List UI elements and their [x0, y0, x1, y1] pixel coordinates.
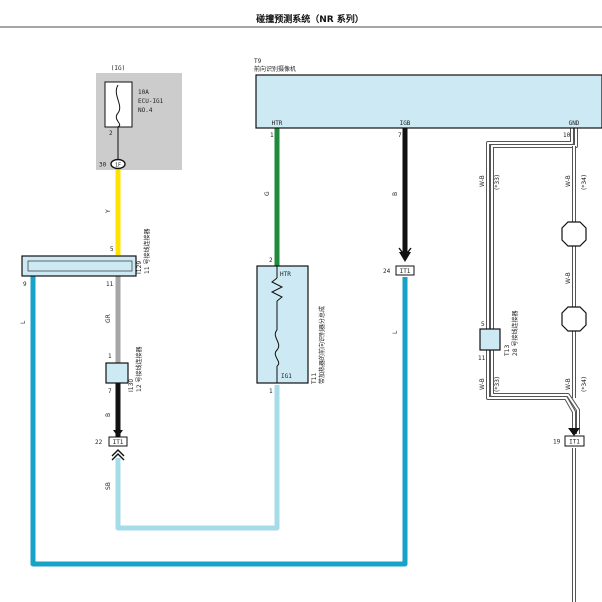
wire-b-mid-label: B — [392, 192, 399, 196]
wire-l-left-label: L — [20, 320, 27, 324]
t13-code: T13 — [504, 345, 511, 357]
i129-pin-left: 9 — [23, 281, 27, 288]
t11-box — [256, 265, 309, 384]
it1-right-connector — [564, 435, 585, 447]
fuse-box — [104, 81, 133, 128]
fuse-connector — [110, 158, 126, 170]
fuse-group-label: (IG) — [111, 65, 125, 72]
i129-connector — [21, 255, 137, 277]
wire-wb-label-4: W-B — [479, 378, 486, 390]
wire-sb-label: SB — [105, 482, 112, 490]
t13-pin-bottom: 11 — [478, 355, 486, 362]
wire-shield-label-3: (*33) — [494, 377, 501, 392]
i129-code: I129 — [136, 261, 143, 274]
wire-l-mid-label: L — [392, 330, 399, 334]
it1-mid-pin: 24 — [383, 268, 391, 275]
wire-wb-label-5: W-B — [565, 378, 572, 390]
wire-gr-label: GR — [105, 314, 112, 323]
wire-y-label: Y — [105, 209, 112, 214]
camera-gnd-label: GND — [569, 120, 580, 127]
t11-fuse-icon — [274, 329, 280, 367]
it1-right-pin: 19 — [553, 439, 561, 446]
t11-code: T11 — [311, 373, 318, 385]
wire-sb — [115, 385, 280, 531]
wire-shield-label-4: (*34) — [581, 377, 588, 392]
camera-htr-pin: 1 — [270, 132, 274, 139]
wire-shield-label-2: (*34) — [581, 175, 588, 190]
wire-wb-label-1: W-B — [479, 175, 486, 187]
it1-left-chevron-icon — [111, 449, 125, 461]
splice-point-2 — [561, 306, 587, 332]
i130-name: 12 号接线连接器 — [135, 346, 143, 392]
t11-pin-bottom: 1 — [269, 388, 273, 395]
camera-box — [255, 74, 602, 129]
it1-mid-chevron-icon — [398, 247, 412, 258]
wire-wb-label-2: W-B — [565, 175, 572, 187]
i130-connector — [105, 362, 129, 384]
t13-pin-top: 5 — [481, 321, 485, 328]
i129-pin-out: 11 — [106, 281, 114, 288]
splice-point-1 — [561, 221, 587, 247]
wire-l — [30, 276, 408, 567]
wire-b-left-label: B — [105, 413, 112, 417]
wire-wb-label-3: W-B — [565, 272, 572, 284]
fuse-number: NO.4 — [138, 107, 153, 114]
camera-name: 前向识别摄像机 — [254, 65, 296, 73]
page-title: 碰撞预测系统（NR 系列） — [255, 13, 364, 25]
camera-igb-label: IGB — [400, 120, 411, 127]
it1-left-connector — [108, 436, 128, 447]
fuse-rating: 10A — [138, 89, 149, 96]
camera-htr-label: HTR — [272, 120, 283, 127]
camera-igb-pin: 7 — [398, 132, 402, 139]
it1-right-id: IT1 — [569, 439, 580, 446]
fuse-conn-pin: 30 — [99, 162, 107, 169]
camera-code: T9 — [254, 58, 262, 65]
it1-mid-id: IT1 — [400, 268, 411, 275]
t11-ig1-label: IG1 — [281, 373, 292, 380]
i130-pin-top: 1 — [108, 353, 112, 360]
t11-pin-top: 2 — [269, 257, 273, 264]
wire-g-label: G — [264, 191, 271, 196]
i129-pin-in: 5 — [110, 246, 114, 253]
i129-inner — [27, 260, 133, 272]
i130-pin-bottom: 7 — [108, 388, 112, 395]
t11-name: 带加热器的前向识别器分总成 — [318, 306, 326, 384]
it1-right-arrow — [568, 428, 580, 436]
it1-left-arrow — [113, 430, 123, 437]
t11-htr-label: HTR — [280, 271, 291, 278]
camera-gnd-pin: 10 — [563, 132, 571, 139]
fuse-conn-id: 1F — [115, 163, 121, 169]
it1-left-id: IT1 — [113, 439, 124, 446]
i130-code: I130 — [128, 379, 135, 392]
fuse-icon — [115, 84, 121, 128]
wire-shield-label-1: (*33) — [494, 175, 501, 190]
t11-heater-icon — [270, 277, 284, 302]
wire-wb-right — [486, 128, 580, 602]
it1-left-pin: 22 — [95, 439, 103, 446]
t13-name: 28 号接线连接器 — [511, 310, 519, 356]
i129-name: 11 号接线连接器 — [143, 228, 151, 274]
fuse-pin: 2 — [109, 130, 113, 137]
it1-mid-connector — [395, 265, 415, 276]
fuse-name: ECU-IG1 — [138, 98, 164, 105]
t13-connector — [479, 328, 501, 351]
